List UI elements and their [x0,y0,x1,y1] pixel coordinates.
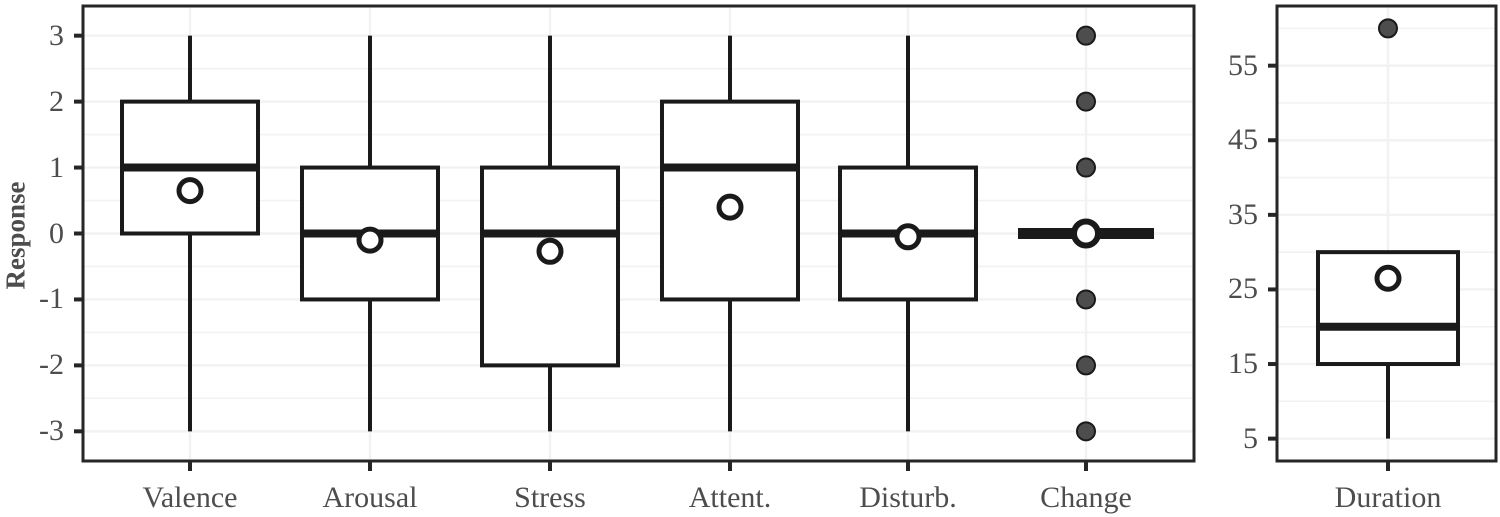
boxplot-arousal [300,35,440,432]
mean-marker [176,177,204,205]
y-tick-label: -3 [39,414,64,448]
y-tick-label: 55 [1228,48,1258,82]
outlier-point [1076,157,1096,178]
y-tick-label: 5 [1243,421,1258,455]
x-tick-label-valence: Valence [142,481,238,514]
x-tick-label-attent: Attent. [688,481,772,514]
outlier-point [1076,91,1096,112]
outlier-point [1076,25,1096,46]
x-tick-label-disturb: Disturb. [859,481,957,514]
y-tick-label: 35 [1228,197,1258,231]
y-tick-label: 1 [49,150,64,184]
mean-marker [356,226,384,254]
box-iqr [480,165,620,368]
mean-marker [1374,264,1402,292]
mean-marker [716,193,744,221]
y-tick-label: -1 [39,282,64,316]
outlier-point [1076,289,1096,310]
y-tick-label: -2 [39,348,64,382]
y-tick-label: 25 [1228,272,1258,306]
x-tick-label-stress: Stress [514,481,586,514]
y-tick-label: 15 [1228,347,1258,381]
outlier-point [1076,421,1096,442]
y-tick-label: 3 [49,18,64,52]
mean-marker [894,223,922,251]
outlier-point [1378,18,1398,39]
y-tick-label: 2 [49,84,64,118]
boxplot-valence [120,35,260,432]
boxplot-stress [480,35,620,432]
boxplot-duration [1316,18,1460,439]
y-tick-label: 45 [1228,123,1258,157]
boxplot-change [1018,25,1154,442]
outlier-point [1076,355,1096,376]
y-tick-label: 0 [49,216,64,250]
x-tick-label-change: Change [1040,481,1132,514]
mean-marker [536,237,564,265]
boxplot-attent [660,35,800,432]
boxplot-disturb [838,35,978,432]
mean-marker [1071,218,1101,249]
x-tick-label-arousal: Arousal [322,481,418,514]
x-tick-label-duration: Duration [1334,481,1442,514]
